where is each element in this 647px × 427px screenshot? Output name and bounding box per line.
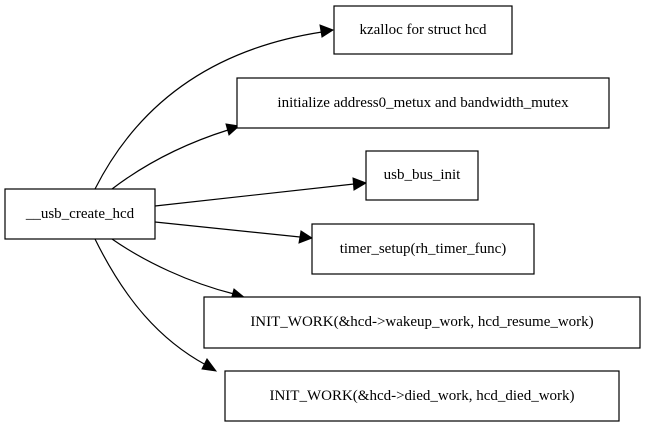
edge-to-usb-bus-init [154, 177, 368, 207]
node-timer-setup: timer_setup(rh_timer_func) [311, 223, 535, 275]
edge-to-init-work-died [94, 238, 218, 372]
node-init-work-wakeup: INIT_WORK(&hcd->wakeup_work, hcd_resume_… [203, 296, 641, 349]
node-usb-create-hcd: __usb_create_hcd [4, 188, 156, 240]
node-label-timer-setup: timer_setup(rh_timer_func) [340, 241, 507, 257]
node-usb-bus-init: usb_bus_init [365, 150, 479, 201]
node-label-init-work-died: INIT_WORK(&hcd->died_work, hcd_died_work… [269, 388, 574, 404]
edge-to-kzalloc [94, 24, 335, 190]
node-initialize-mutex: initialize address0_metux and bandwidth_… [236, 77, 610, 129]
node-label-usb-bus-init: usb_bus_init [384, 167, 462, 183]
node-label-kzalloc: kzalloc for struct hcd [359, 22, 487, 38]
node-kzalloc: kzalloc for struct hcd [333, 5, 513, 55]
node-init-work-died: INIT_WORK(&hcd->died_work, hcd_died_work… [224, 370, 620, 422]
edge-to-timer-setup [154, 221, 314, 244]
edge-to-init-work-wakeup [111, 238, 247, 301]
node-label-initialize-mutex: initialize address0_metux and bandwidth_… [277, 95, 569, 111]
node-label-usb-create-hcd: __usb_create_hcd [25, 206, 135, 222]
edge-to-initialize-mutex [111, 123, 241, 190]
node-label-init-work-wakeup: INIT_WORK(&hcd->wakeup_work, hcd_resume_… [250, 314, 593, 330]
